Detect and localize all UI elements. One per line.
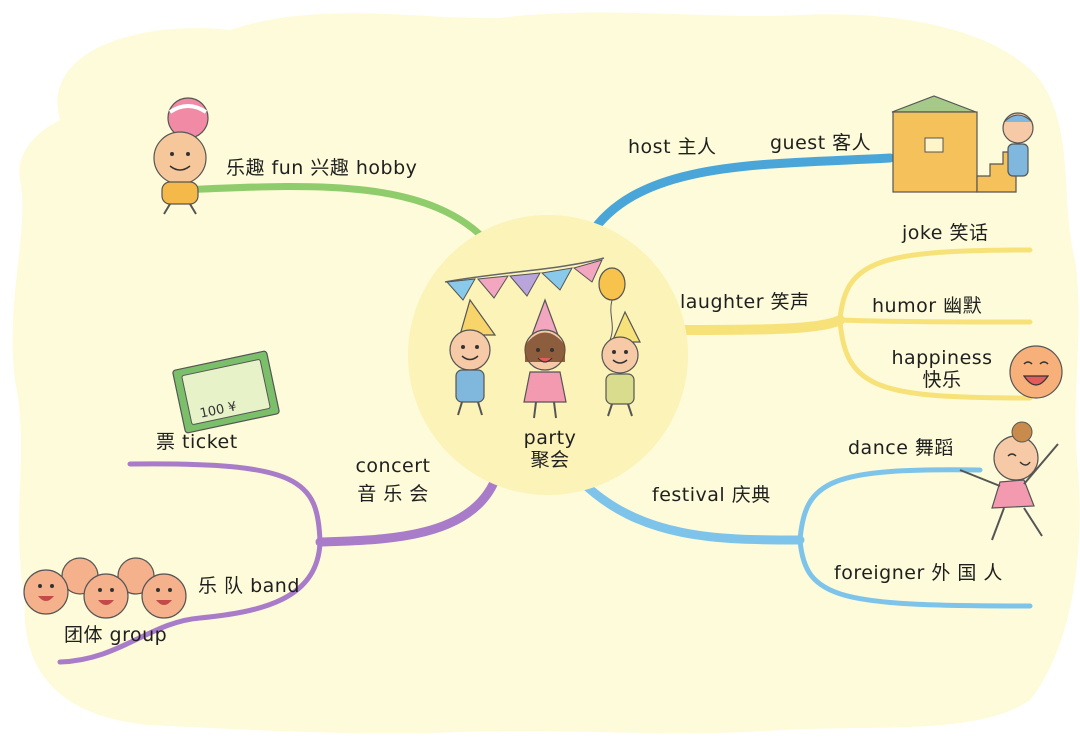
label-foreigner: foreigner 外 国 人 [834,562,1003,584]
laughing-face-icon [1009,345,1063,399]
label-party-zh: 聚会 [530,448,570,471]
balloon-icon [598,267,626,341]
label-fun-hobby: 乐趣 fun 兴趣 hobby [226,157,418,179]
party-kid-left-icon [449,298,497,416]
label-happiness-zh: 快乐 [922,368,962,391]
branch-festival [575,475,805,545]
branch-dance [797,467,983,543]
label-ticket: 票 ticket [156,431,238,453]
label-group: 团体 group [64,624,168,646]
label-joke: joke 笑话 [902,222,989,244]
branch-fun [176,182,494,249]
branch-host [585,153,895,240]
party-kid-right-icon [601,310,641,417]
label-humor: humor 幽默 [872,295,983,317]
label-guest: guest 客人 [770,132,872,154]
ticket-icon: 100 ¥ [172,350,280,434]
dancing-girl-icon [959,421,1059,541]
label-concert: concert 音 乐 会 [342,455,444,506]
label-concert-zh: 音 乐 会 [357,482,429,505]
house-icon [891,95,1017,193]
label-dance: dance 舞蹈 [848,437,954,459]
label-host: host 主人 [628,136,717,158]
branch-humor [837,317,1033,325]
guest-kid-icon [1002,112,1034,177]
branch-ticket [127,461,323,545]
branch-foreigner [797,537,1033,609]
band-faces-icon [23,557,187,619]
branch-concert [315,475,500,547]
branch-laughter [675,315,845,335]
label-laughter: laughter 笑声 [680,291,810,313]
label-band: 乐 队 band [198,575,300,597]
branch-happiness [837,317,1033,401]
label-concert-en: concert [355,455,431,477]
label-happiness-en: happiness [891,347,993,369]
branch-joke [837,247,1033,323]
juggling-kid-icon [153,97,209,215]
label-festival: festival 庆典 [652,484,771,506]
branch-band [57,539,323,665]
label-party-en: party [523,427,577,449]
party-kid-middle-icon [523,298,567,419]
label-party: party 聚会 [498,427,602,472]
label-happiness: happiness 快乐 [882,347,1002,392]
bunting-icon [444,257,605,301]
